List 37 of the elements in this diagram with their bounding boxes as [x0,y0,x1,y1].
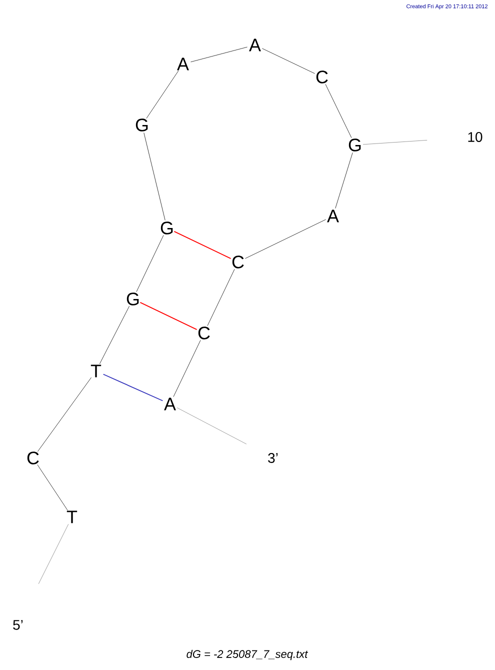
backbone-line [173,340,201,398]
nucleotide-letter: G [126,292,139,306]
nucleotide-letter: G [160,222,173,234]
end-label: 10 [468,132,482,142]
backbone-line [38,524,69,584]
backbone-line [262,48,316,74]
nucleotide-letter: A [177,58,189,70]
backbone-line [244,219,326,259]
nucleotide-letter: A [327,210,339,222]
nucleotide-letter: G [136,118,148,132]
nucleotide-letter: C [316,70,328,84]
backbone-line [99,306,130,364]
nucleotide-letter: A [164,398,176,410]
backbone-line [37,377,92,452]
base-pair-line [140,302,198,330]
backbone-line [335,152,353,209]
backbone-line [325,84,352,138]
nucleotide-letter: C [27,452,39,464]
nucleotide-letter: A [249,38,261,52]
nucleotide-letter: C [232,256,244,268]
nucleotide-letter: G [348,138,361,152]
backbone-line [146,70,179,119]
backbone-line [207,268,235,326]
nucleotide-letter: C [198,326,210,340]
backbone-line [190,46,248,62]
nucleotide-letter: T [90,364,102,378]
end-label: 3’ [268,453,278,463]
backbone-line [362,140,428,145]
caption: dG = -2 25087_7_seq.txt [186,650,308,660]
backbone-line [144,132,166,220]
backbone-line [176,407,247,444]
backbone-line [136,234,164,292]
base-pair-line [174,231,232,259]
nucleotide-letter: T [66,510,78,524]
backbone-line [37,464,68,511]
end-label: 5’ [13,620,23,630]
base-pair-line [102,374,164,402]
